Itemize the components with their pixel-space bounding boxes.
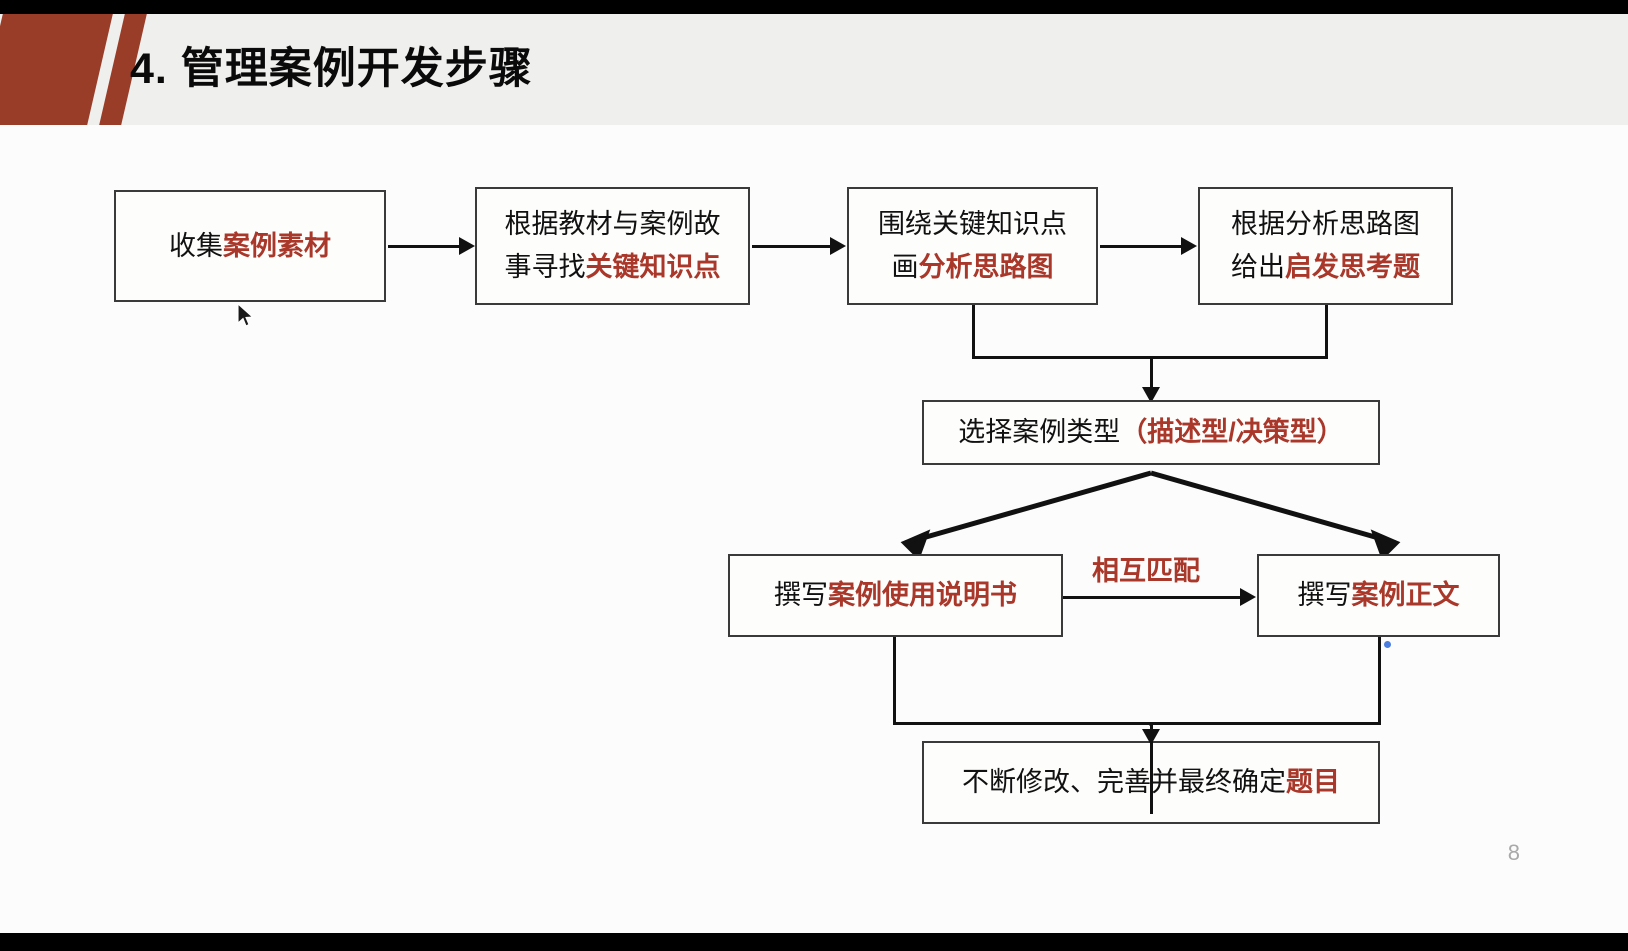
node-draw-highlight: 分析思路图 [918,252,1054,282]
connector-body-down [1378,637,1381,724]
mouse-cursor-icon [237,303,254,327]
node-draw-line1: 围绕关键知识点 [878,209,1067,239]
label-mutual-match: 相互匹配 [1092,556,1200,586]
blue-dot-annotation [1384,641,1391,648]
node-question-highlight: 启发思考题 [1285,252,1420,282]
arrowhead-split-left-icon [900,529,931,561]
node-casetype-line1: 选择案例类型（描述型/决策型） [958,411,1344,454]
arrowhead-merge-to-casetype-icon [1142,387,1160,403]
node-draw-text: 画 [891,252,919,282]
arrowhead-collect-to-find-icon [459,237,475,255]
node-question-line2: 给出启发思考题 [1231,246,1420,289]
connector-merge-to-casetype [1150,356,1153,394]
slide-canvas: 4. 管理案例开发步骤 收集案例素材 根据教材与案例故 事寻找关键知识点 围绕关… [0,14,1628,933]
node-body-line1: 撰写案例正文 [1298,574,1460,617]
split-arrow-right-line [1150,470,1397,546]
node-find-text: 事寻找 [504,252,586,282]
connector-draw-down [972,305,975,358]
node-final-line1: 不断修改、完善并最终确定题目 [962,761,1340,804]
arrowhead-split-right-icon [1370,529,1401,561]
connector-merge-to-finalize [1150,722,1153,814]
arrowhead-merge-to-finalize-icon [1142,729,1160,745]
flow-node-case-type[interactable]: 选择案例类型（描述型/决策型） [922,400,1380,465]
node-casetype-highlight: （描述型/决策型） [1120,417,1344,447]
node-body-text: 撰写 [1297,580,1352,610]
node-manual-highlight: 案例使用说明书 [828,580,1017,610]
flow-node-write-manual[interactable]: 撰写案例使用说明书 [728,554,1063,637]
connector-question-down [1325,305,1328,358]
connector-collect-to-find [388,245,460,248]
connector-draw-to-question [1100,245,1182,248]
node-find-highlight: 关键知识点 [585,252,721,282]
node-manual-line1: 撰写案例使用说明书 [774,574,1017,617]
node-final-text: 不断修改、完善并最终确定 [962,767,1286,797]
node-find-line2: 事寻找关键知识点 [505,246,721,289]
connector-manual-down [893,637,896,724]
arrowhead-manual-to-body-icon [1240,588,1256,606]
flow-node-give-question[interactable]: 根据分析思路图 给出启发思考题 [1198,187,1453,305]
top-letterbox-bar [0,0,1628,14]
header-accent-block [0,14,113,125]
node-collect-text: 收集 [169,230,223,261]
connector-manual-to-body [1063,596,1241,599]
node-casetype-text: 选择案例类型 [958,417,1121,447]
flowchart: 收集案例素材 根据教材与案例故 事寻找关键知识点 围绕关键知识点 画分析思路图 … [0,125,1628,933]
flow-node-draw-map[interactable]: 围绕关键知识点 画分析思路图 [847,187,1098,305]
bottom-letterbox-bar [0,933,1628,951]
node-manual-text: 撰写 [774,580,828,610]
split-arrow-left-line [904,470,1152,546]
flow-node-collect[interactable]: 收集案例素材 [114,190,386,302]
node-question-text: 给出 [1231,252,1285,282]
flow-node-write-body[interactable]: 撰写案例正文 [1257,554,1500,637]
node-draw-line2: 画分析思路图 [892,246,1054,289]
node-body-highlight: 案例正文 [1351,580,1460,610]
node-find-line1: 根据教材与案例故 [504,209,721,239]
node-collect-line1: 收集案例素材 [169,225,331,268]
node-collect-highlight: 案例素材 [223,230,331,261]
slide-header: 4. 管理案例开发步骤 [0,14,1628,125]
connector-find-to-draw [752,245,831,248]
page-title: 4. 管理案例开发步骤 [130,45,533,93]
arrowhead-draw-to-question-icon [1181,237,1197,255]
arrowhead-find-to-draw-icon [830,237,846,255]
page-number: 8 [1507,840,1520,865]
flow-node-find-knowledge[interactable]: 根据教材与案例故 事寻找关键知识点 [475,187,750,305]
connector-bottom-merge-bar [893,722,1381,725]
node-question-line1: 根据分析思路图 [1231,209,1420,239]
node-final-highlight: 题目 [1286,767,1340,797]
